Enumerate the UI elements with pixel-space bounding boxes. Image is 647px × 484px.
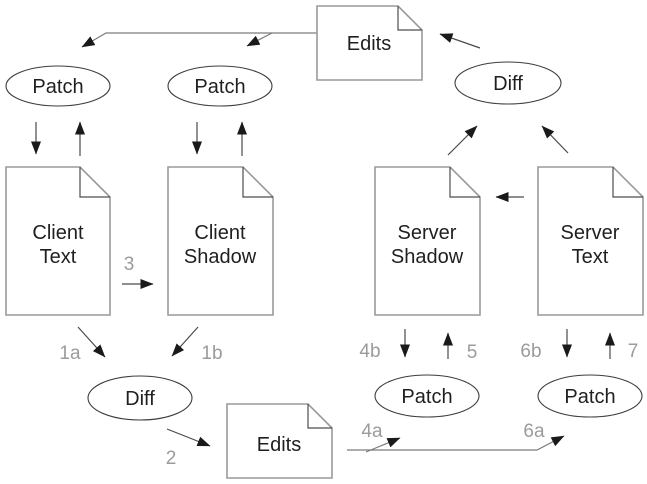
step-label-3: 3 [124,254,135,275]
arrow-diff-to-edits [439,33,481,49]
folded-corner-icon [242,167,273,198]
process-diff-server: Diff [454,61,562,105]
documents: Edits Client Text Client Shadow Server S… [5,5,644,479]
arrow-step1a-client-text-to-diff [77,326,106,358]
folded-corner-icon [397,6,422,31]
ellipse-shape [167,65,273,107]
process-label: Diff [493,73,523,95]
process-label: Patch [194,76,245,98]
arrow-edits-to-patch-server-shadow [365,437,401,453]
folded-corner-icon [612,167,643,198]
process-patch-client-text: Patch [5,65,111,107]
step-label-1a: 1a [59,343,81,364]
document-label-line2: Text [572,246,609,268]
step-label-5: 5 [467,342,478,363]
document-outline [226,403,333,479]
arrow-step2-diff-to-edits [166,428,211,447]
ellipse-shape [87,375,193,421]
document-label: Edits [347,33,391,55]
process-patch-server-text: Patch [537,374,643,418]
document-label: Edits [257,434,301,456]
connectors [31,32,615,453]
process-label: Patch [32,76,83,98]
process-label: Diff [125,388,155,410]
step-label-6a: 6a [523,421,545,442]
ellipse-shape [454,61,562,105]
arrow-server-text-to-diff [541,125,569,154]
process-patch-server-shadow: Patch [374,374,480,418]
arrow-edits-to-patch-client-shadow [246,32,273,47]
process-diff-client: Diff [87,375,193,421]
step-label-2: 2 [166,448,177,469]
document-edits-top: Edits [316,5,423,81]
document-label-line2: Shadow [184,246,257,268]
step-labels: 1a 1b 2 3 4a 4b 5 6a 6b 7 [59,254,638,469]
document-client-text: Client Text [5,166,111,316]
document-label-line2: Shadow [391,246,464,268]
step-label-4a: 4a [361,421,383,442]
document-label-line2: Text [40,246,77,268]
step-label-4b: 4b [359,341,380,362]
document-outline [374,166,481,316]
folded-corner-icon [449,167,480,198]
document-client-shadow: Client Shadow [167,166,274,316]
step-label-6b: 6b [520,341,541,362]
process-patch-client-shadow: Patch [167,65,273,107]
document-outline [167,166,274,316]
step-label-7: 7 [628,341,639,362]
document-label-line1: Client [194,222,246,244]
ellipse-shape [374,374,480,418]
document-label-line1: Server [398,222,457,244]
document-label-line1: Client [32,222,84,244]
process-label: Patch [401,386,452,408]
document-outline [537,166,644,316]
arrow-step1b-client-shadow-to-diff [171,326,199,357]
document-label-line1: Server [561,222,620,244]
processes: Patch Patch Diff Diff Patch Patch [5,61,643,421]
document-edits-bottom: Edits [226,403,333,479]
document-outline [316,5,423,81]
document-outline [5,166,111,316]
process-label: Patch [564,386,615,408]
document-server-text: Server Text [537,166,644,316]
folded-corner-icon [307,404,332,429]
folded-corner-icon [79,167,110,198]
ellipse-shape [537,374,643,418]
arrow-edits-to-patch-server-text [347,435,565,451]
arrow-server-shadow-to-diff [447,125,478,156]
ellipse-shape [5,65,111,107]
arrow-edits-to-patch-client-text [81,32,317,48]
step-label-1b: 1b [201,343,222,364]
document-server-shadow: Server Shadow [374,166,481,316]
